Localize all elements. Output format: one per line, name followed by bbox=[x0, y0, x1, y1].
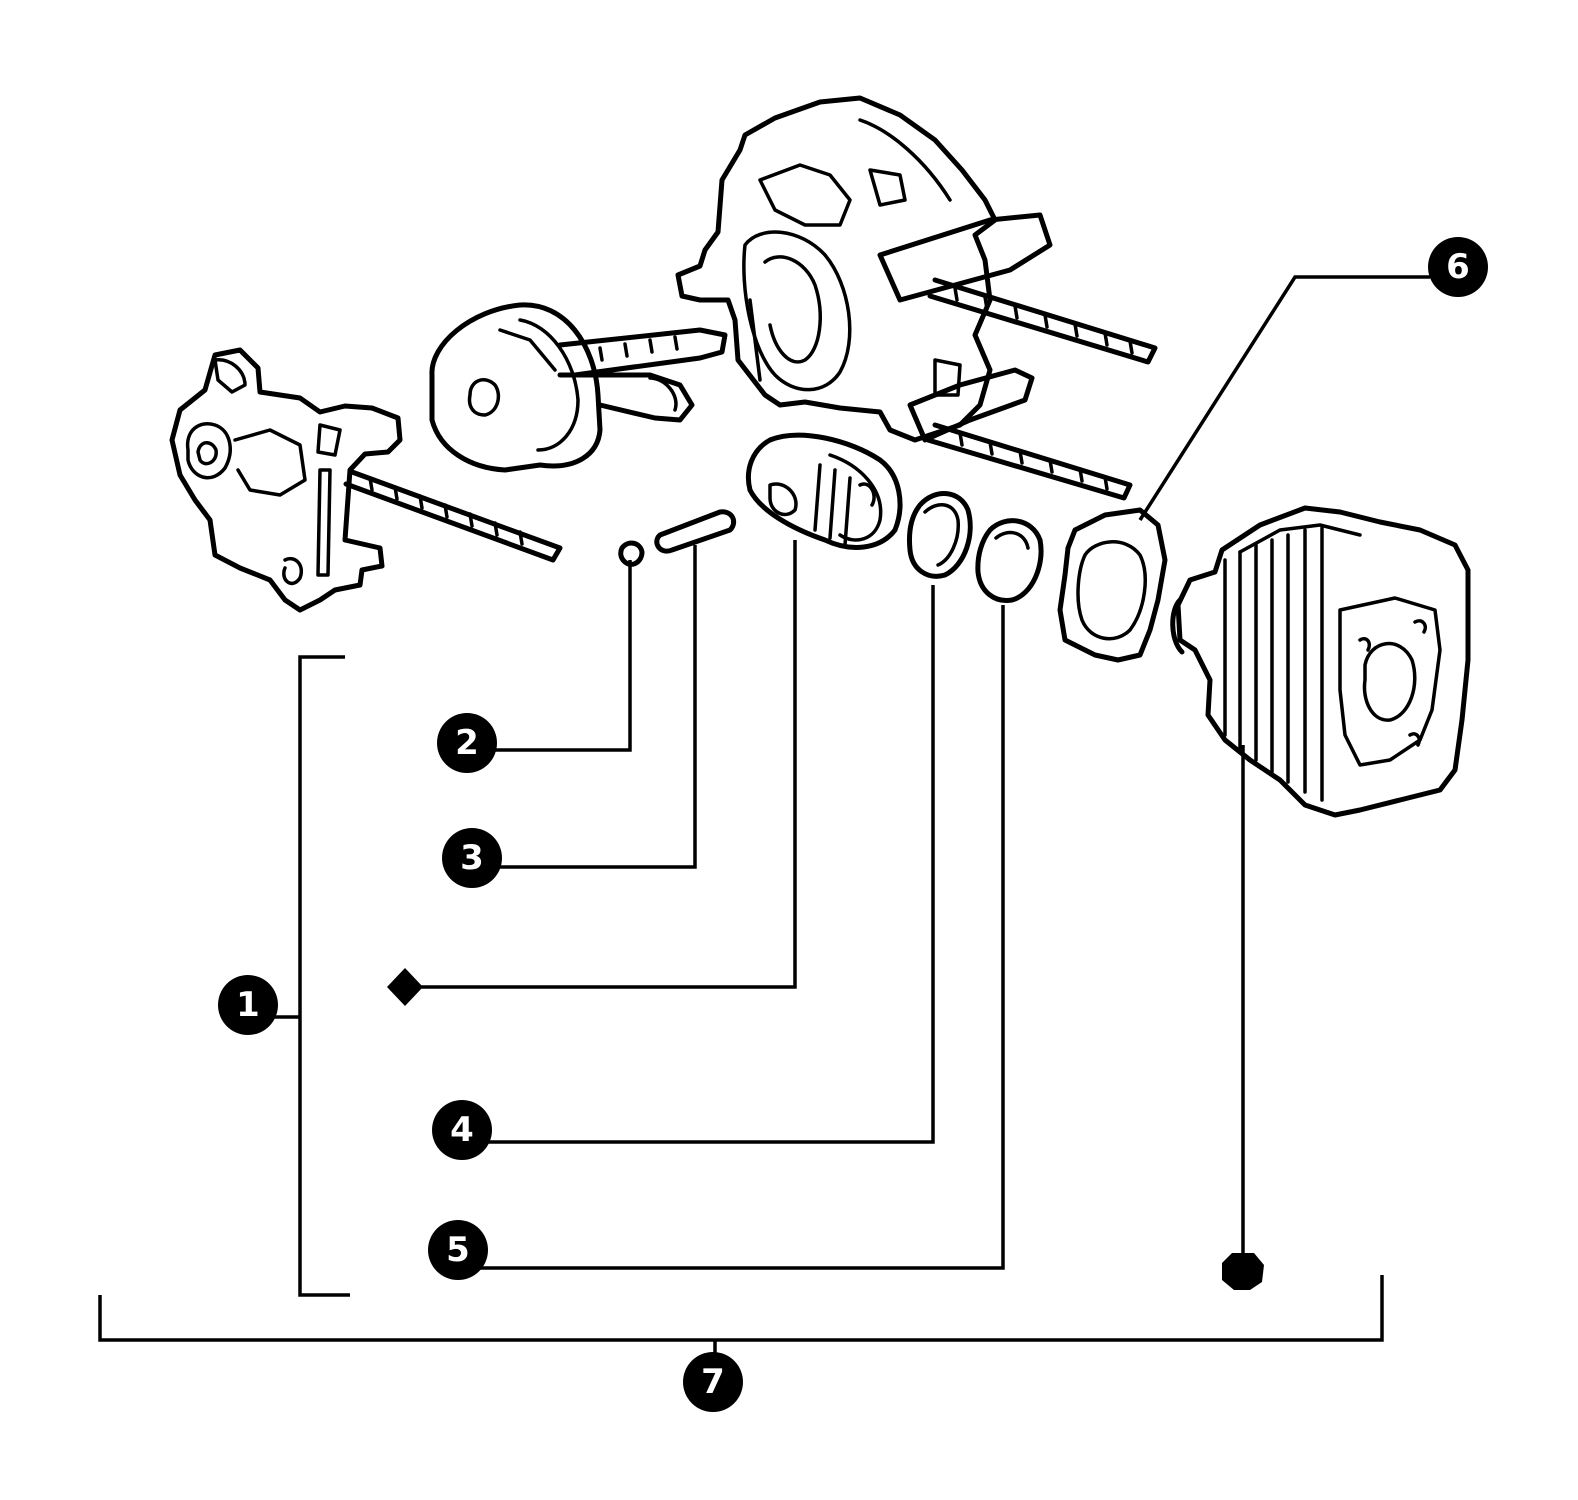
leader-5 bbox=[480, 605, 1005, 1270]
leader-lines bbox=[98, 275, 1430, 1355]
piston-pin bbox=[654, 509, 737, 554]
crankcase-left-half bbox=[169, 347, 563, 613]
callout-1-label: 1 bbox=[236, 985, 260, 1025]
callout-1: 1 bbox=[218, 975, 278, 1035]
callout-6: 6 bbox=[1428, 237, 1488, 297]
callout-7: 7 bbox=[683, 1352, 743, 1412]
callout-2-label: 2 bbox=[455, 723, 479, 763]
piston-pin-clip bbox=[618, 540, 645, 567]
cylinder-reference-marker bbox=[1222, 1253, 1264, 1290]
callout-4: 4 bbox=[432, 1100, 492, 1160]
piston-ring-lower bbox=[975, 518, 1044, 603]
callout-3: 3 bbox=[442, 828, 502, 888]
callout-7-label: 7 bbox=[701, 1362, 725, 1402]
leader-3 bbox=[495, 545, 697, 869]
leader-piston bbox=[405, 540, 797, 989]
leader-7 bbox=[98, 1275, 1384, 1355]
leader-1 bbox=[270, 655, 350, 1297]
leader-2 bbox=[490, 560, 632, 752]
cylinder-gasket bbox=[1057, 507, 1168, 663]
leader-6 bbox=[1138, 275, 1430, 521]
leader-4 bbox=[485, 585, 935, 1144]
callout-6-label: 6 bbox=[1446, 247, 1470, 287]
callout-3-label: 3 bbox=[460, 838, 484, 878]
piston bbox=[745, 432, 903, 550]
crankcase-right-half bbox=[675, 95, 1158, 501]
callout-5-label: 5 bbox=[446, 1230, 470, 1270]
callout-5: 5 bbox=[428, 1220, 488, 1280]
cylinder bbox=[1170, 505, 1471, 818]
crankshaft bbox=[429, 302, 728, 473]
piston-reference-marker bbox=[387, 968, 423, 1006]
callout-4-label: 4 bbox=[450, 1110, 474, 1150]
callout-2: 2 bbox=[437, 713, 497, 773]
piston-ring-upper bbox=[907, 491, 973, 579]
